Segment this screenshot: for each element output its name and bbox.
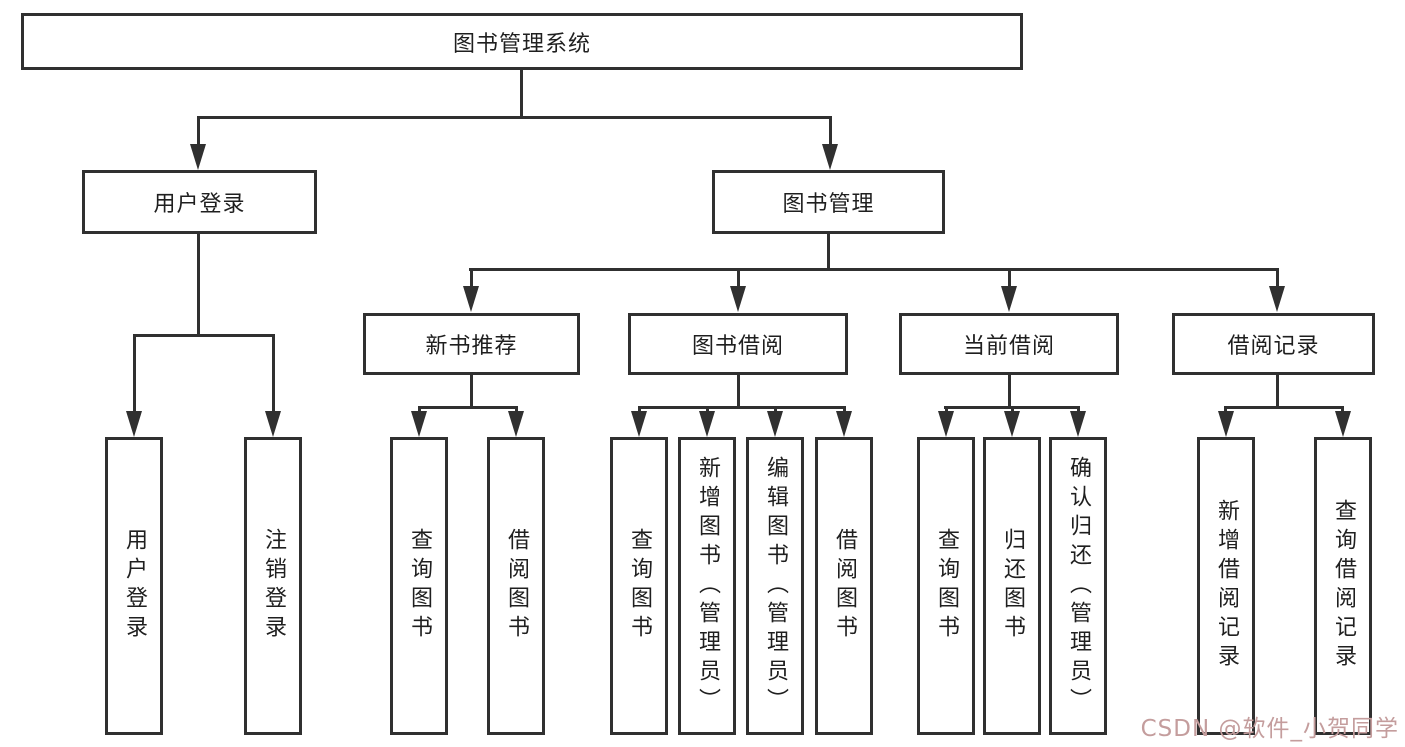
arrowhead-icon [767,411,783,437]
watermark: CSDN @软件_小贺同学 [1140,716,1399,742]
leaf-confirm-return-admin: 确认归还（管理员） [1049,437,1107,735]
leaf-label: 归还图书 [1000,528,1025,644]
node-book-management-label: 图书管理 [782,192,875,217]
leaf-borrow-books-2: 借阅图书 [815,437,873,735]
leaf-edit-books-admin: 编辑图书（管理员） [746,437,804,735]
connector-line [197,234,200,337]
connector-line [1008,271,1011,287]
connector-line [1276,271,1279,287]
leaf-query-books-3: 查询图书 [917,437,975,735]
leaf-add-borrow-record: 新增借阅记录 [1197,437,1255,735]
connector-line [520,70,523,117]
arrowhead-icon [1070,411,1086,437]
leaf-return-books: 归还图书 [983,437,1041,735]
arrowhead-icon [126,411,142,437]
arrowhead-icon [1269,286,1285,312]
node-user-login-label: 用户登录 [153,192,246,217]
connector-line [737,375,740,408]
leaf-label: 借阅图书 [504,528,529,644]
connector-line [470,271,473,287]
arrowhead-icon [1001,286,1017,312]
node-book-borrow-label: 图书借阅 [691,334,784,359]
node-current-borrow-label: 当前借阅 [962,334,1055,359]
arrowhead-icon [730,286,746,312]
leaf-query-borrow-record: 查询借阅记录 [1314,437,1372,735]
connector-line [197,119,200,146]
connector-line [133,334,275,337]
arrowhead-icon [822,144,838,170]
leaf-label: 用户登录 [122,528,147,644]
arrowhead-icon [836,411,852,437]
connector-line [829,119,832,146]
node-new-book-recommend-label: 新书推荐 [425,334,518,359]
connector-line [944,406,1080,409]
connector-line [418,406,518,409]
connector-line [133,337,136,413]
node-current-borrow: 当前借阅 [899,313,1119,375]
arrowhead-icon [631,411,647,437]
leaf-label: 借阅图书 [832,528,857,644]
leaf-label: 查询图书 [934,528,959,644]
arrowhead-icon [1335,411,1351,437]
leaf-label: 查询借阅记录 [1331,499,1356,673]
leaf-label: 查询图书 [407,528,432,644]
connector-line [737,271,740,287]
connector-line [469,268,1279,271]
arrowhead-icon [190,144,206,170]
leaf-query-books-2: 查询图书 [610,437,668,735]
arrowhead-icon [411,411,427,437]
leaf-logout: 注销登录 [244,437,302,735]
connector-line [827,234,830,271]
leaf-query-books-1: 查询图书 [390,437,448,735]
node-book-borrow: 图书借阅 [628,313,848,375]
connector-line [1224,406,1344,409]
leaf-label: 查询图书 [627,528,652,644]
connector-line [638,406,846,409]
node-borrow-records: 借阅记录 [1172,313,1375,375]
node-user-login: 用户登录 [82,170,317,234]
leaf-label: 新增借阅记录 [1214,499,1239,673]
connector-line [470,375,473,408]
connector-line [1008,375,1011,408]
leaf-label: 注销登录 [261,528,286,644]
arrowhead-icon [265,411,281,437]
node-borrow-records-label: 借阅记录 [1227,334,1320,359]
node-root-label: 图书管理系统 [452,31,591,57]
arrowhead-icon [1004,411,1020,437]
arrowhead-icon [1218,411,1234,437]
leaf-label: 编辑图书（管理员） [763,455,788,717]
arrowhead-icon [463,286,479,312]
leaf-add-books-admin: 新增图书（管理员） [678,437,736,735]
leaf-user-login: 用户登录 [105,437,163,735]
connector-line [272,337,275,413]
arrowhead-icon [938,411,954,437]
node-book-management: 图书管理 [712,170,945,234]
connector-line [197,116,832,119]
connector-line [1276,375,1279,408]
leaf-label: 新增图书（管理员） [695,455,720,717]
node-root: 图书管理系统 [21,13,1023,70]
node-new-book-recommend: 新书推荐 [363,313,580,375]
arrowhead-icon [699,411,715,437]
leaf-borrow-books-1: 借阅图书 [487,437,545,735]
arrowhead-icon [508,411,524,437]
leaf-label: 确认归还（管理员） [1066,455,1091,717]
